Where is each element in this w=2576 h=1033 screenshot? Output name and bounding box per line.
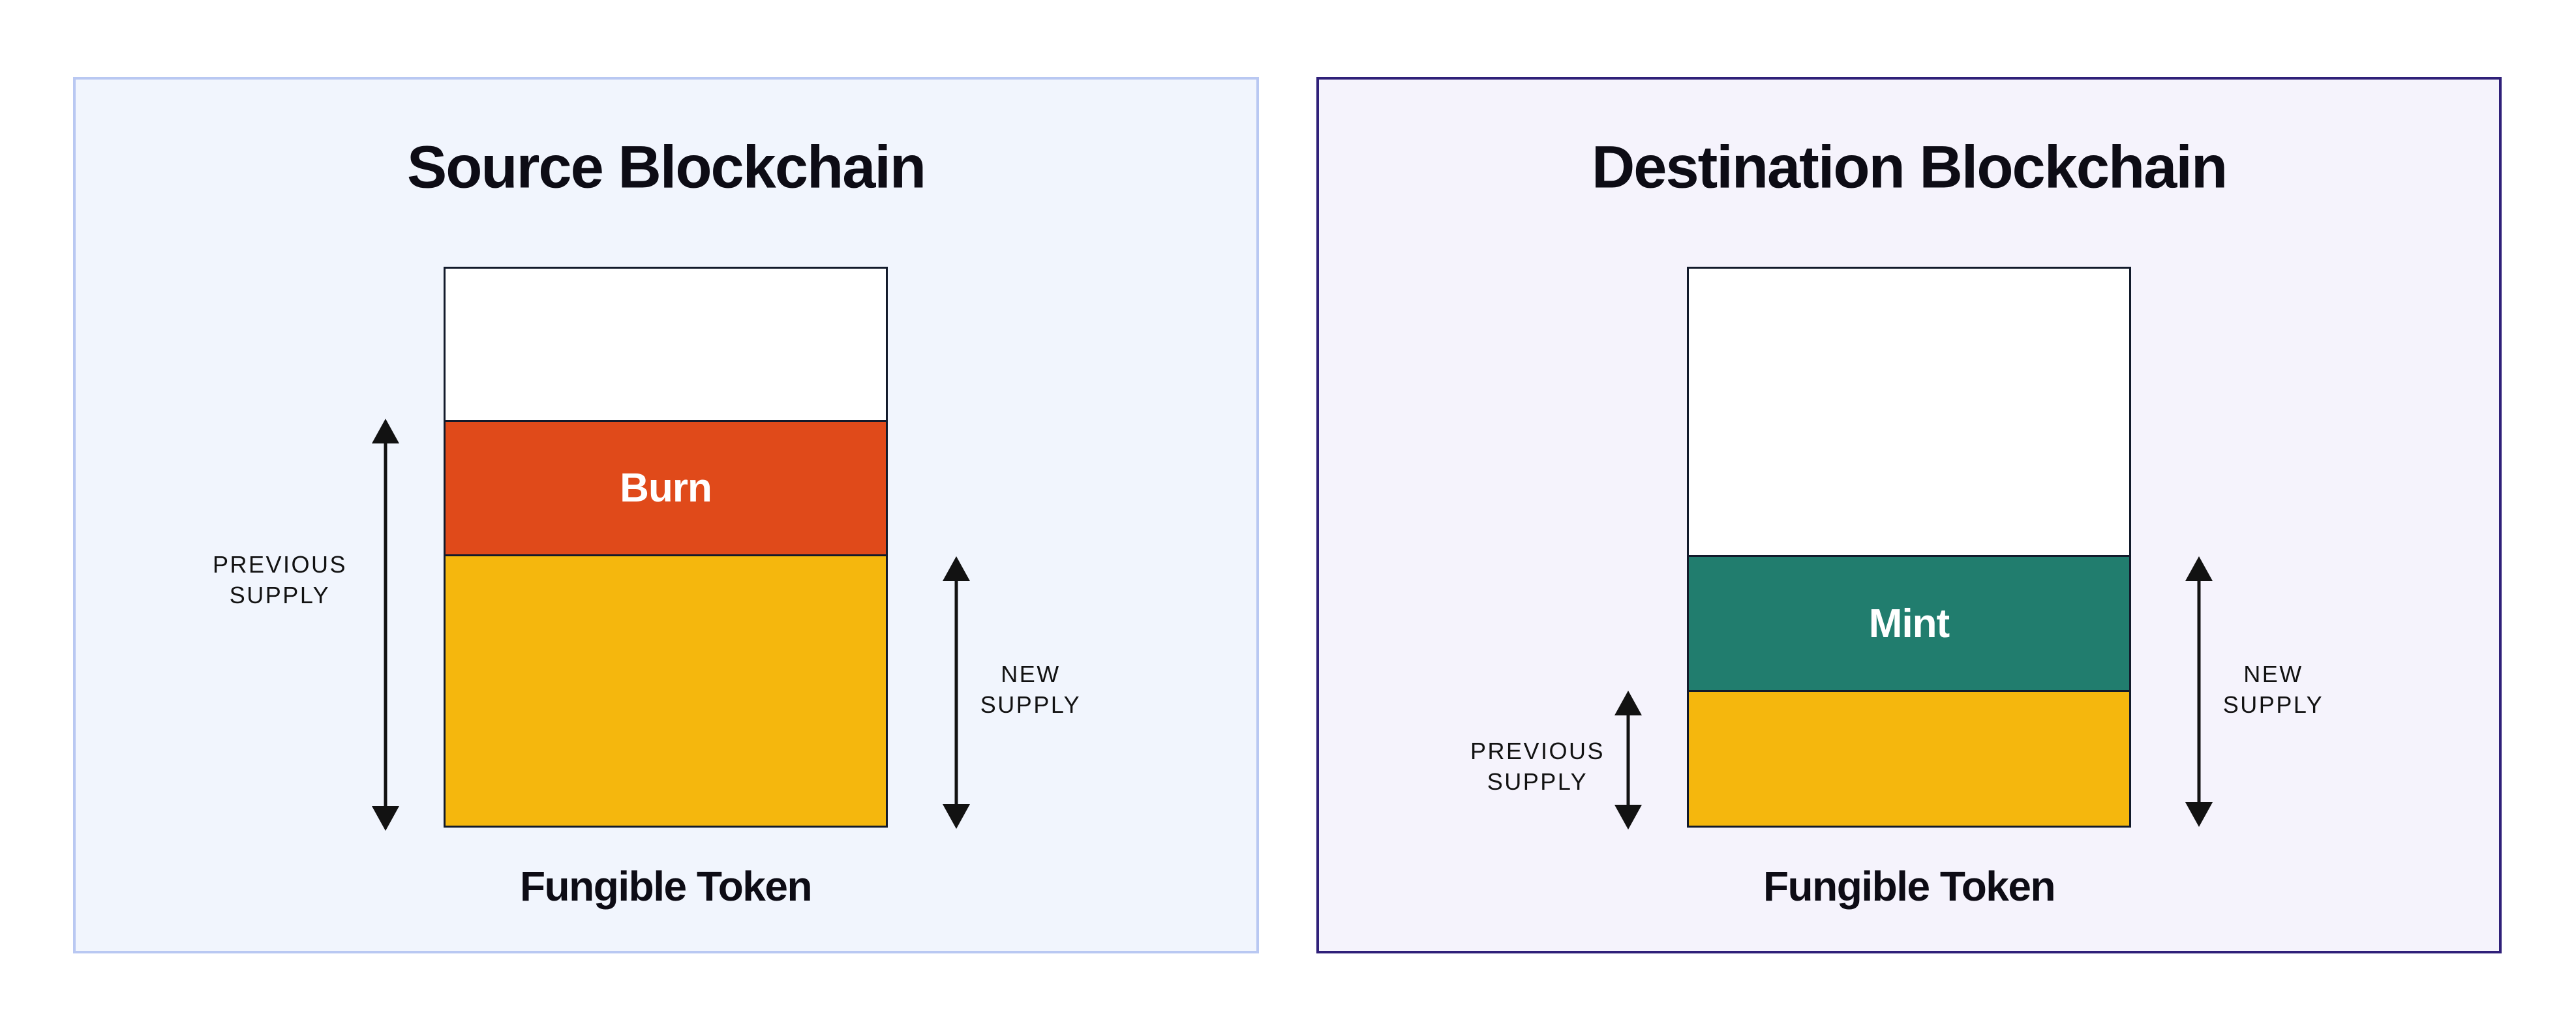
new-supply-double-arrow-icon (2185, 556, 2213, 827)
destination-segment-previous (1689, 690, 2129, 826)
destination-new-supply-label: NEW SUPPLY (2223, 659, 2324, 720)
destination-segment-remaining (1689, 269, 2129, 555)
destination-segment-mint: Mint (1689, 554, 2129, 691)
previous-supply-double-arrow-icon (1614, 691, 1642, 830)
destination-token-supply-bar: Mint (1687, 267, 2131, 828)
destination-previous-supply-label: PREVIOUS SUPPLY (1470, 736, 1605, 797)
mint-label: Mint (1868, 601, 1950, 646)
previous-supply-line2: SUPPLY (1487, 768, 1588, 795)
destination-blockchain-panel: Destination Blockchain Mint PREVIOUS SUP… (1316, 77, 2502, 953)
new-supply-line1: NEW (1001, 661, 1061, 687)
previous-supply-line2: SUPPLY (229, 582, 331, 608)
new-supply-line2: SUPPLY (980, 691, 1082, 718)
source-segment-remaining (446, 269, 886, 421)
previous-supply-double-arrow-icon (372, 419, 399, 831)
burn-label: Burn (620, 466, 712, 511)
new-supply-line1: NEW (2243, 661, 2303, 687)
source-new-supply-label: NEW SUPPLY (980, 659, 1081, 720)
source-token-supply-bar: Burn (444, 267, 888, 828)
source-panel-title: Source Blockchain (406, 134, 926, 201)
destination-panel-title: Destination Blockchain (1591, 134, 2228, 201)
source-segment-burn: Burn (446, 420, 886, 555)
source-blockchain-panel: Source Blockchain Burn PREVIOUS SUPPLY N… (73, 77, 1259, 953)
source-segment-previous (446, 554, 886, 826)
new-supply-double-arrow-icon (943, 556, 970, 829)
previous-supply-line1: PREVIOUS (212, 551, 348, 578)
destination-token-caption: Fungible Token (1763, 863, 2056, 910)
new-supply-line2: SUPPLY (2222, 691, 2324, 718)
previous-supply-line1: PREVIOUS (1470, 738, 1605, 764)
source-token-caption: Fungible Token (519, 863, 813, 910)
source-previous-supply-label: PREVIOUS SUPPLY (213, 549, 347, 610)
